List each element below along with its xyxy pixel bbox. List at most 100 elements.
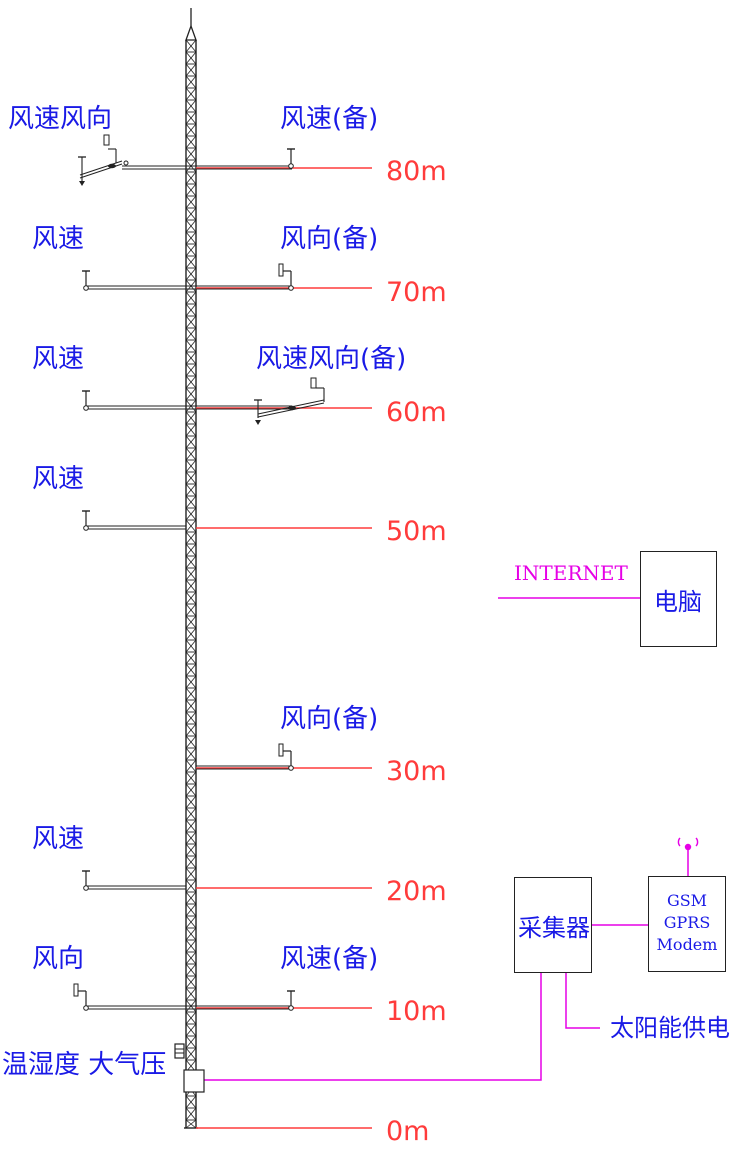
- internet-label: INTERNET: [514, 561, 628, 585]
- tower-brace: [185, 651, 197, 665]
- tower-brace: [185, 219, 197, 233]
- height-reference-lines: [196, 167, 372, 1129]
- tower-brace: [185, 807, 197, 821]
- pressure-sensor-icon: [174, 1043, 185, 1059]
- label-50m-left: 风速: [32, 464, 85, 494]
- tower-brace: [185, 303, 197, 317]
- tower-brace: [185, 903, 197, 917]
- tower-brace: [185, 591, 197, 605]
- tower-brace: [185, 147, 197, 161]
- tower-brace: [185, 423, 197, 437]
- tower-brace: [185, 267, 197, 281]
- tower-brace: [185, 579, 197, 593]
- tower-brace: [185, 711, 197, 725]
- tower-brace: [185, 723, 197, 737]
- wind-speed-direction-sensor-60m-backup: [254, 377, 325, 425]
- tower-brace: [185, 699, 197, 713]
- label-60m-right: 风速风向(备): [256, 344, 407, 374]
- tower-brace: [185, 315, 197, 329]
- anemometer-70m: [82, 270, 90, 291]
- tower-brace: [185, 1035, 197, 1049]
- tower-brace: [185, 639, 197, 653]
- tower-brace: [185, 411, 197, 425]
- tower-brace: [185, 771, 197, 785]
- tower-top: [185, 24, 197, 41]
- anemometer-50m: [82, 510, 90, 531]
- label-ground-sensors: 温湿度 大气压: [2, 1050, 167, 1080]
- tower-brace: [185, 1023, 197, 1037]
- label-70m-left: 风速: [32, 224, 85, 254]
- tower-brace: [185, 927, 197, 941]
- label-70m-right: 风向(备): [280, 224, 379, 254]
- tower-brace: [185, 663, 197, 677]
- collector-label: 采集器: [518, 914, 590, 942]
- tower-brace: [185, 135, 197, 149]
- tower-brace: [185, 351, 197, 365]
- tower-brace: [185, 963, 197, 977]
- height-label-60m: 60m: [386, 397, 447, 428]
- tower-brace: [185, 51, 197, 65]
- label-80m-left: 风速风向: [8, 104, 113, 134]
- tower-brace: [185, 975, 197, 989]
- tower-brace: [185, 243, 197, 257]
- tower-brace: [185, 891, 197, 905]
- height-label-10m: 10m: [386, 996, 447, 1027]
- computer-box: 电脑: [640, 551, 717, 647]
- tower-brace: [185, 747, 197, 761]
- wind-vane-70m-backup: [278, 263, 294, 291]
- anemometer-80m-backup: [287, 148, 295, 169]
- tower-collector-cable: [198, 973, 542, 1081]
- tower-brace: [185, 675, 197, 689]
- tower-brace: [185, 387, 197, 401]
- collector-box: 采集器: [514, 877, 592, 973]
- antenna-icon: [677, 837, 699, 851]
- tower-brace: [185, 1095, 197, 1109]
- tower-brace: [185, 63, 197, 77]
- tower-brace: [185, 543, 197, 557]
- tower-brace: [185, 1107, 197, 1121]
- tower-brace: [185, 207, 197, 221]
- modem-line-gprs: GPRS: [663, 913, 711, 932]
- anemometer-60m: [82, 390, 90, 411]
- label-80m-right: 风速(备): [280, 104, 379, 134]
- tower-brace: [185, 39, 197, 53]
- solar-power-label: 太阳能供电: [610, 1014, 730, 1042]
- wind-speed-direction-sensor-80m: [78, 134, 129, 186]
- computer-label: 电脑: [654, 588, 702, 616]
- tower-brace: [185, 867, 197, 881]
- tower-brace: [185, 471, 197, 485]
- tower-brace: [185, 879, 197, 893]
- tower-brace: [185, 123, 197, 137]
- tower-brace: [185, 459, 197, 473]
- tower-brace: [185, 75, 197, 89]
- tower-brace: [185, 111, 197, 125]
- label-10m-right: 风速(备): [280, 944, 379, 974]
- height-label-20m: 20m: [386, 876, 447, 907]
- tower-brace: [185, 555, 197, 569]
- label-30m-right: 风向(备): [280, 704, 379, 734]
- tower-brace: [185, 615, 197, 629]
- sensor-booms: [73, 134, 325, 1011]
- tower-brace: [185, 255, 197, 269]
- tower-brace: [185, 87, 197, 101]
- tower-brace: [185, 831, 197, 845]
- tower-brace: [185, 99, 197, 113]
- tower-brace: [185, 375, 197, 389]
- lattice-tower: [184, 8, 198, 1129]
- tower-brace: [185, 951, 197, 965]
- height-label-0m: 0m: [386, 1116, 430, 1147]
- tower-brace: [185, 819, 197, 833]
- data-junction-box: [183, 1069, 205, 1093]
- modem-line-gsm: GSM: [666, 891, 708, 910]
- tower-brace: [185, 795, 197, 809]
- tower-brace: [185, 735, 197, 749]
- tower-brace: [185, 519, 197, 533]
- modem-line-modem: Modem: [656, 935, 718, 954]
- tower-brace: [185, 195, 197, 209]
- tower-brace: [185, 531, 197, 545]
- anemometer-20m: [82, 870, 90, 891]
- tower-brace: [185, 1119, 197, 1129]
- anemometer-10m-backup: [287, 990, 295, 1011]
- tower-brace: [185, 231, 197, 245]
- tower-brace: [185, 183, 197, 197]
